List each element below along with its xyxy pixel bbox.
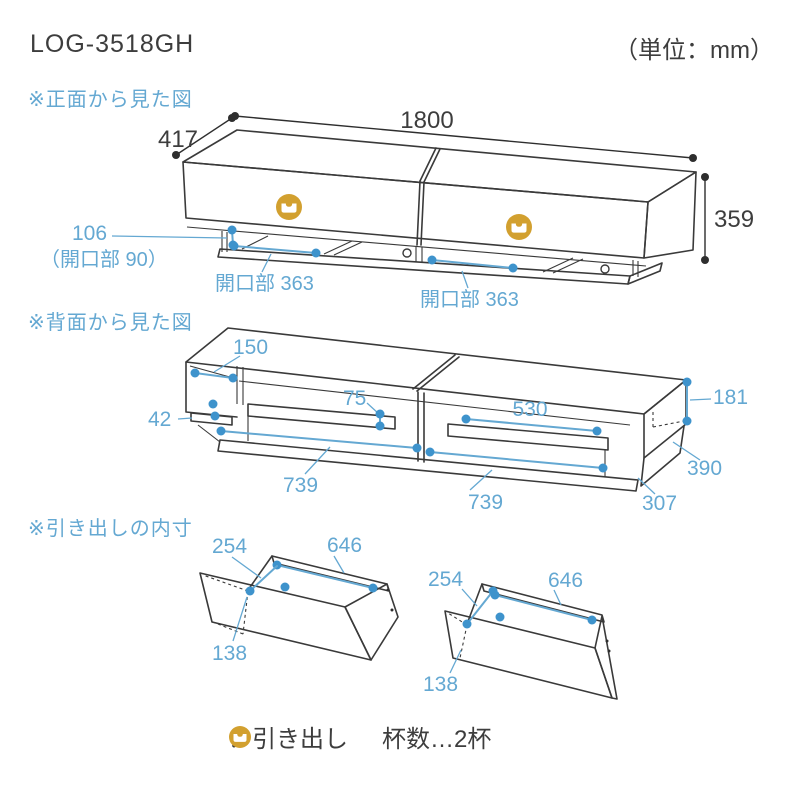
back-side-opening-label: 181 <box>713 386 748 409</box>
front-height-dimension: 359 <box>701 173 754 264</box>
front-depth-label: 417 <box>158 126 198 153</box>
unit-note: （単位：mm） <box>614 37 774 64</box>
back-view-heading: ※背面から見た図 <box>28 312 193 334</box>
left-drawer-width-label: 646 <box>327 534 362 557</box>
left-drawer-depth-label: 254 <box>212 535 247 558</box>
drawer-view-heading: ※引き出しの内寸 <box>28 518 193 540</box>
cable-hole-right <box>600 264 610 274</box>
back-view-drawing: 150 42 75 530 181 739 <box>148 327 748 515</box>
front-opening-left-dimension: 開口部 363 <box>215 241 321 295</box>
back-side-depth-label: 390 <box>687 457 722 480</box>
right-drawer-height-label: 138 <box>423 673 458 696</box>
back-rail-length-label: 530 <box>512 398 547 421</box>
back-base-depth-dimension: 307 <box>637 477 677 515</box>
front-opening-right-label: 開口部 363 <box>420 288 519 311</box>
right-drawer-depth-label: 254 <box>428 568 463 591</box>
back-side-opening-dimension: 181 <box>682 377 748 426</box>
front-bottom-gap-dimension: 106 （開口部 90） <box>40 222 238 271</box>
back-bottom-right-dimension: 739 <box>425 447 608 514</box>
right-drawer-width-label: 646 <box>548 569 583 592</box>
cable-hole-left <box>402 248 412 258</box>
front-cabinet-lineart <box>182 129 697 285</box>
back-base-depth-label: 307 <box>642 492 677 515</box>
left-drawer-depth-dimension: 254 <box>212 535 290 596</box>
front-drawer-icon-right <box>506 214 532 240</box>
back-rail-height-dimension: 75 <box>343 387 385 431</box>
back-rail-length-dimension: 530 <box>461 398 602 436</box>
front-view-heading: ※正面から見た図 <box>28 89 193 111</box>
legend-count-label: 杯数…2杯 <box>382 726 492 753</box>
drawer-icon <box>229 725 251 748</box>
left-drawer-width-dimension: 646 <box>272 534 378 593</box>
legend: ：引き出し 杯数…2杯 <box>228 719 491 754</box>
back-bottom-left-dimension: 739 <box>216 426 422 497</box>
front-opening-left-label: 開口部 363 <box>215 272 314 295</box>
back-rail-height-label: 75 <box>343 387 366 410</box>
left-drawer-height-label: 138 <box>212 642 247 665</box>
right-drawer-width-dimension: 646 <box>490 569 597 625</box>
back-foot-label: 42 <box>148 408 171 431</box>
right-drawer-depth-dimension: 254 <box>428 568 505 629</box>
front-opening-right-dimension: 開口部 363 <box>420 255 519 311</box>
front-depth-dimension: 417 <box>158 114 236 159</box>
front-gap-label: 106 <box>72 222 107 245</box>
front-drawer-icon-left <box>276 194 302 220</box>
right-drawer-lineart <box>444 583 618 700</box>
front-width-label: 1800 <box>400 107 453 134</box>
back-bottom-left-label: 739 <box>283 474 318 497</box>
product-model-title: LOG-3518GH <box>30 30 195 58</box>
front-view-drawing: 1800 417 359 106 （開口部 90） 開口部 363 <box>40 107 754 311</box>
back-bottom-right-label: 739 <box>468 491 503 514</box>
right-drawer-height-dimension: 138 <box>423 649 462 696</box>
back-top-depth-dimension: 150 <box>190 336 268 383</box>
back-top-depth-label: 150 <box>233 336 268 359</box>
back-foot-dimension: 42 <box>148 408 193 431</box>
front-gap-note-label: （開口部 90） <box>40 248 168 271</box>
front-height-label: 359 <box>714 206 754 233</box>
drawer-inner-drawing: 646 254 138 646 <box>199 534 618 700</box>
front-width-dimension: 1800 <box>231 107 697 162</box>
back-side-depth-dimension: 390 <box>672 441 722 480</box>
left-drawer-height-dimension: 138 <box>212 596 248 665</box>
